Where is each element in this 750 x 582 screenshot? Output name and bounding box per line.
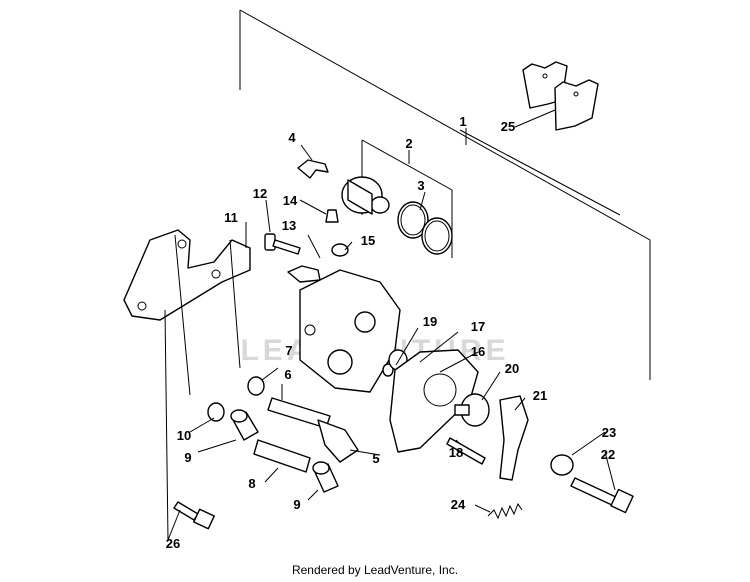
callout-26: 26 xyxy=(166,536,180,551)
piston xyxy=(341,176,390,215)
callout-8: 8 xyxy=(248,476,255,491)
pin-bolt xyxy=(264,233,301,255)
bolt-22 xyxy=(570,477,634,514)
callout-9-lower: 9 xyxy=(293,497,300,512)
clip-part xyxy=(297,159,329,179)
bleeder-screw xyxy=(325,209,339,223)
spring-24 xyxy=(487,502,523,520)
callout-16: 16 xyxy=(471,344,485,359)
callout-13: 13 xyxy=(282,218,296,233)
adjuster xyxy=(454,393,490,427)
nut-23 xyxy=(550,454,574,476)
callout-10: 10 xyxy=(177,428,191,443)
piston-seals xyxy=(397,201,453,255)
callout-5: 5 xyxy=(372,451,379,466)
callout-17: 17 xyxy=(471,319,485,334)
crush-washer xyxy=(331,243,349,257)
brake-pads xyxy=(522,61,599,131)
callout-2: 2 xyxy=(405,136,412,151)
slide-pin-8 xyxy=(253,439,311,473)
callout-labels: 1 2 3 4 5 6 7 8 9 9 10 11 12 13 14 15 16… xyxy=(166,114,616,551)
callout-22: 22 xyxy=(601,447,615,462)
callout-14: 14 xyxy=(283,193,298,208)
callout-4: 4 xyxy=(288,130,296,145)
washer-7 xyxy=(247,376,265,396)
assembly-outline xyxy=(239,9,651,380)
callout-25: 25 xyxy=(501,119,515,134)
callout-12: 12 xyxy=(253,186,267,201)
footer-credit: Rendered by LeadVenture, Inc. xyxy=(291,563,459,577)
callout-21: 21 xyxy=(533,388,547,403)
washer-10 xyxy=(207,402,225,422)
bolt-26 xyxy=(173,501,215,530)
boot-5 xyxy=(317,419,359,463)
callout-7: 7 xyxy=(285,343,292,358)
bushing-9-lower xyxy=(312,461,339,493)
callout-20: 20 xyxy=(505,361,519,376)
callout-24: 24 xyxy=(451,497,466,512)
callout-9-upper: 9 xyxy=(184,450,191,465)
callout-11: 11 xyxy=(224,210,238,225)
leader-lines xyxy=(164,109,621,541)
brake-lever xyxy=(499,395,529,481)
callout-18: 18 xyxy=(449,445,463,460)
o-ring-19 xyxy=(382,363,394,377)
callout-23: 23 xyxy=(602,425,616,440)
callout-19: 19 xyxy=(423,314,437,329)
bolt-18 xyxy=(446,437,486,465)
callout-6: 6 xyxy=(284,367,291,382)
mounting-bracket xyxy=(123,229,251,321)
retaining-clip xyxy=(287,265,321,283)
callout-15: 15 xyxy=(361,233,375,248)
bushing-9-upper xyxy=(230,409,259,441)
callout-3: 3 xyxy=(417,178,424,193)
callout-1: 1 xyxy=(459,114,466,129)
